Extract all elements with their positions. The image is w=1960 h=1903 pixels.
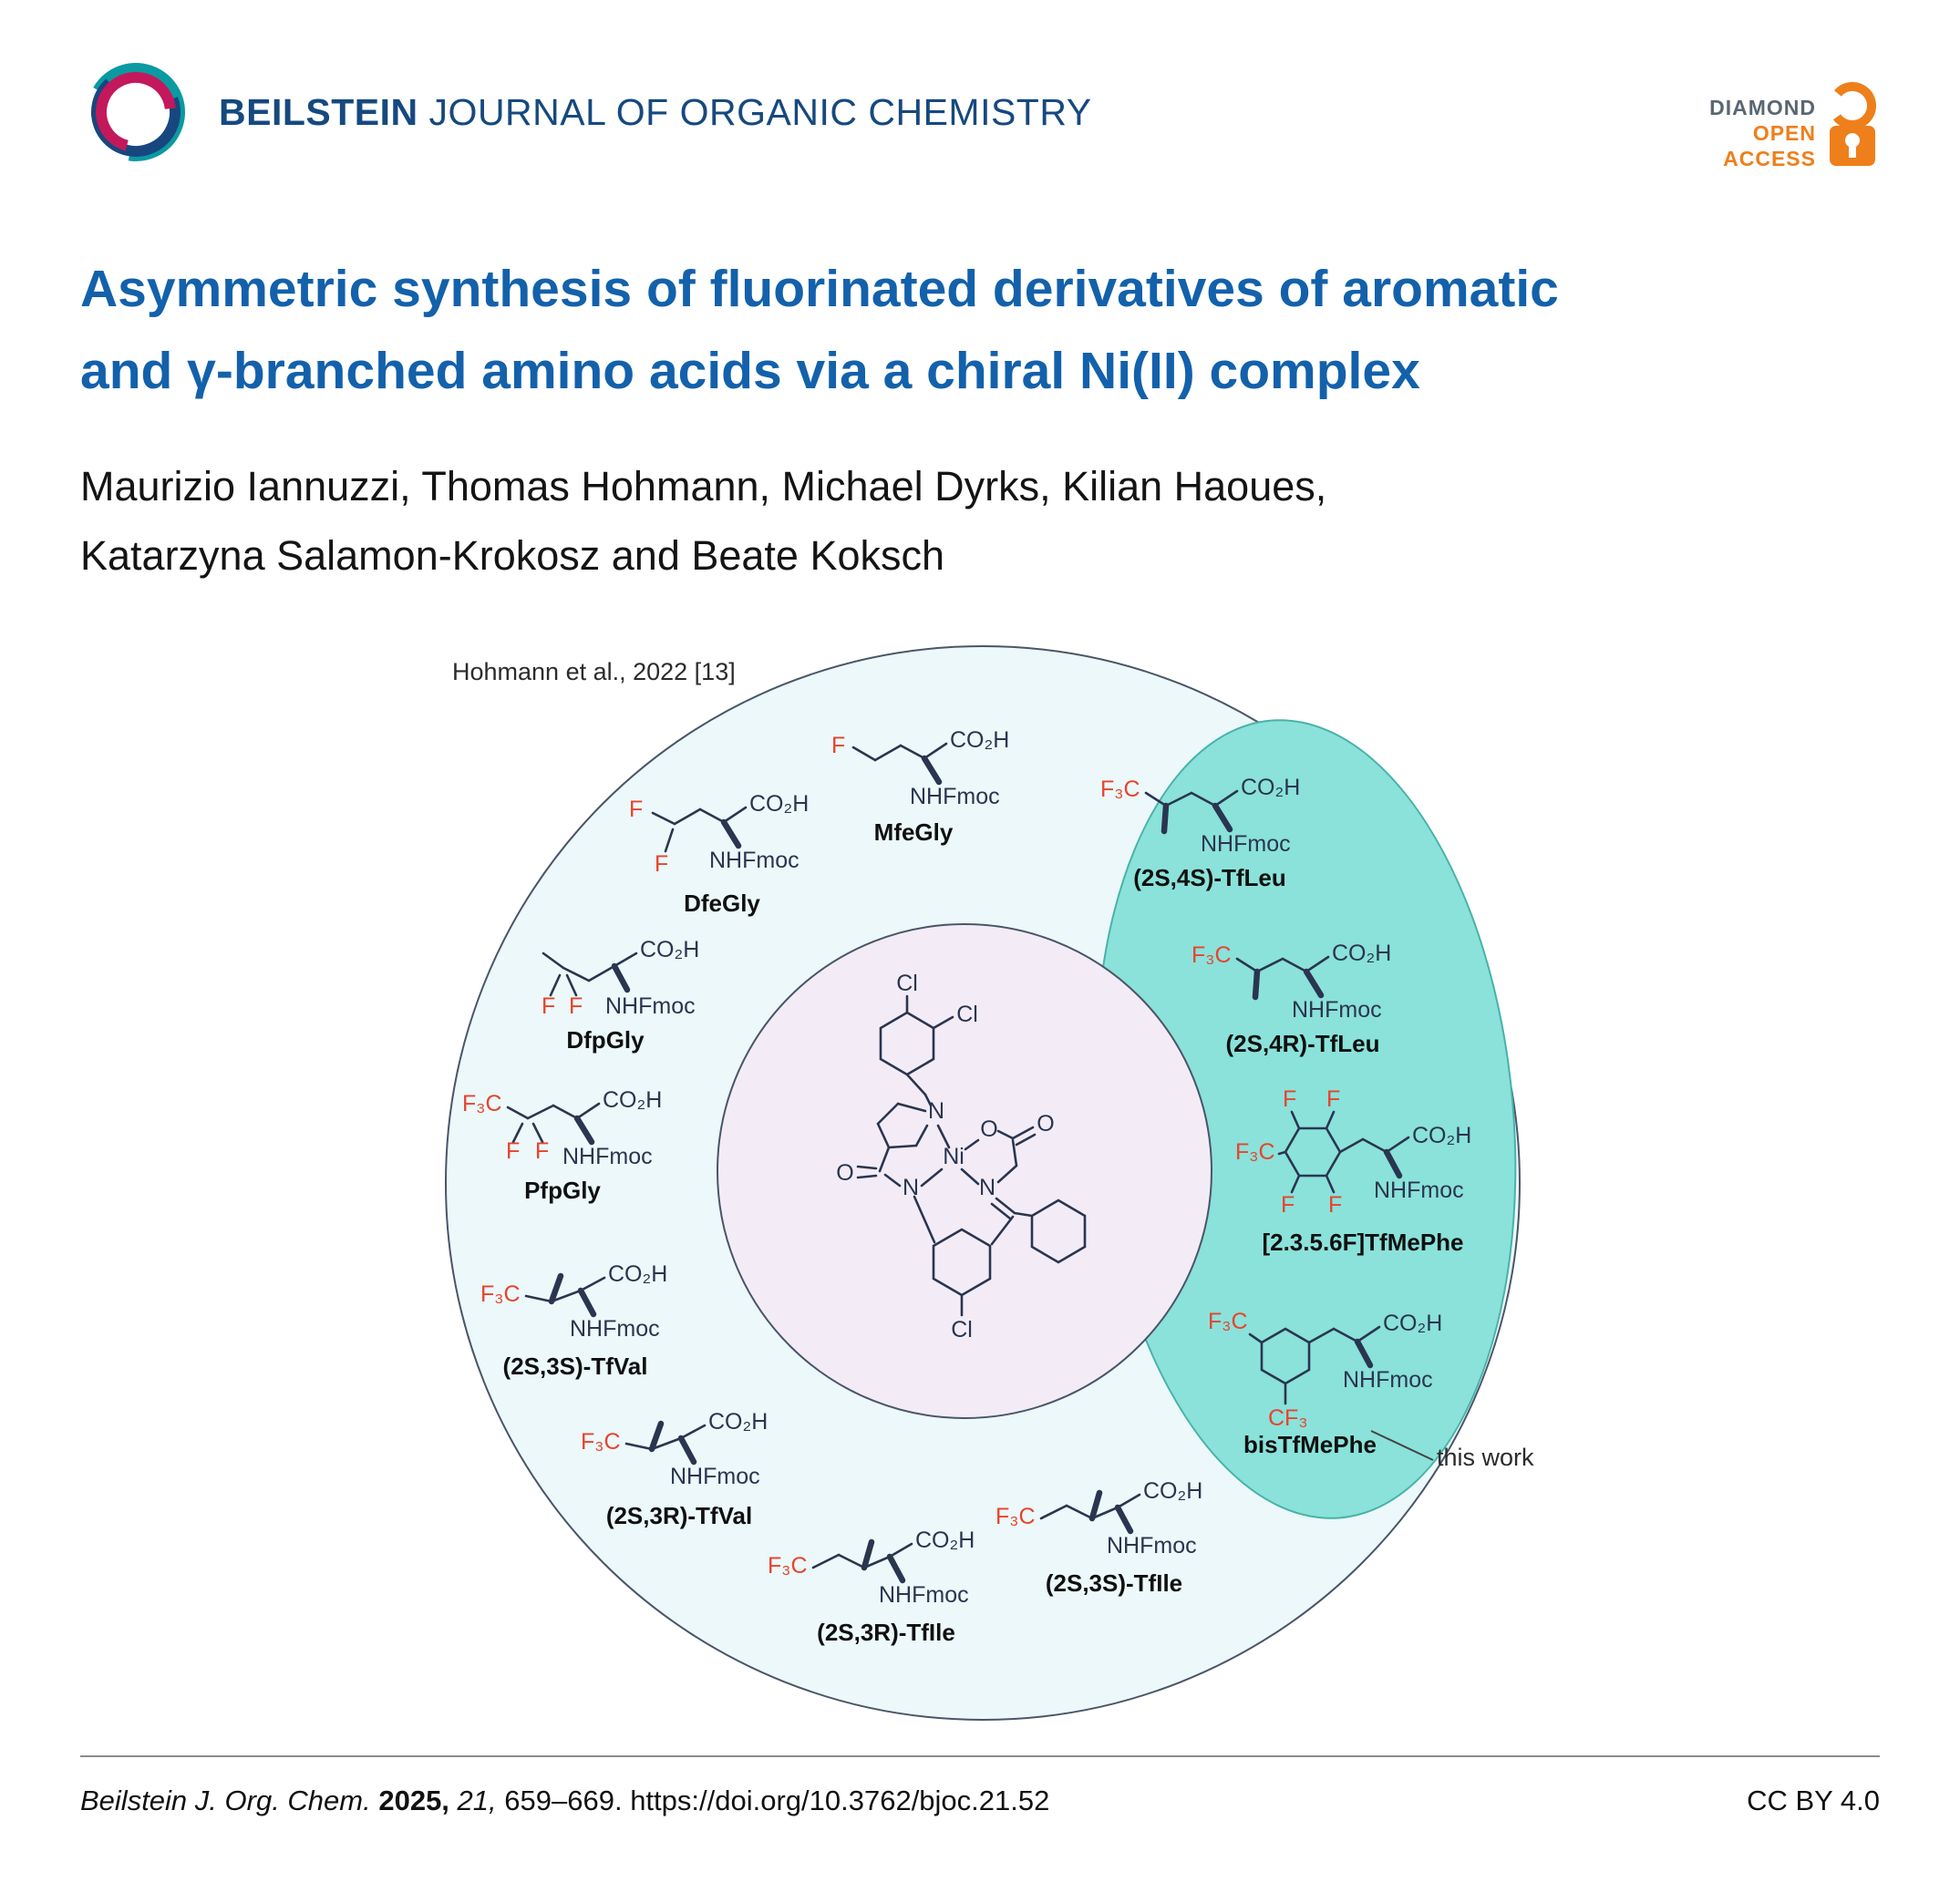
journal-name-rest: JOURNAL OF ORGANIC CHEMISTRY [428,91,1092,133]
license-label: CC BY 4.0 [1747,1785,1880,1816]
author-list: Maurizio Iannuzzi, Thomas Hohmann, Micha… [80,452,1326,591]
line-shape [856,1165,878,1170]
line-shape [996,1164,1018,1184]
line-shape [905,1073,927,1096]
line-shape [876,1102,900,1126]
prior-work-annotation: Hohmann et al., 2022 [13] [452,658,736,685]
article-title-line2: and γ-branched amino acids via a chiral … [80,342,1420,400]
citation-volume: 21, [457,1785,497,1816]
line-shape [920,1168,944,1188]
line-shape [996,1129,1015,1140]
rect-shape [1849,142,1856,158]
nickel-complex-structure: Cl Cl N Ni O O O N N Cl [836,971,1087,1342]
journal-name-bold: BEILSTEIN [219,91,418,133]
beilstein-logo [87,63,185,161]
circle-shape [96,72,176,152]
atom-label-o-carboxylate: O [980,1116,997,1142]
line-shape [990,1215,1015,1246]
oa-access-label: ACCESS [1723,147,1816,170]
citation-journal: Beilstein J. Org. Chem. [80,1785,371,1816]
article-title-line1: Asymmetric synthesis of fluorinated deri… [80,260,1559,318]
atom-label-n-amide: N [903,1175,919,1200]
atom-label-cl-ortho: Cl [956,1002,978,1027]
line-shape [936,1124,951,1149]
polygon-shape [932,1228,992,1297]
line-shape [1011,1126,1035,1140]
open-access-text: DIAMOND OPEN ACCESS [1709,95,1816,171]
line-shape [878,1146,891,1173]
line-shape [960,1168,980,1186]
journal-name: BEILSTEIN JOURNAL OF ORGANIC CHEMISTRY [219,91,1092,134]
open-access-lock-icon [1829,81,1876,166]
line-shape [887,1144,918,1149]
line-shape [990,1202,1012,1220]
footer-divider [80,1755,1880,1757]
line-shape [932,1015,954,1030]
line-shape [1015,1133,1037,1147]
line-shape [913,1195,936,1244]
atom-label-cl-top: Cl [896,971,918,996]
polygon-shape [1030,1198,1087,1264]
circle-shape [1829,81,1876,129]
atom-label-o-amide: O [836,1160,853,1186]
line-shape [1370,1430,1434,1461]
line-shape [876,1122,891,1149]
author-list-line1: Maurizio Iannuzzi, Thomas Hohmann, Micha… [80,463,1327,509]
atom-label-n-imine: N [979,1175,995,1200]
article-title: Asymmetric synthesis of fluorinated deri… [80,248,1559,412]
oa-open-label: OPEN [1752,121,1816,145]
line-shape [1011,1138,1018,1168]
atom-label-cl-para: Cl [951,1317,973,1342]
citation-year: 2025, [378,1785,449,1816]
line-shape [995,1197,1016,1215]
citation-line: Beilstein J. Org. Chem. 2025, 21, 659–66… [80,1785,1049,1817]
line-shape [1013,1211,1034,1218]
line-shape [896,1102,927,1113]
line-shape [923,1093,933,1107]
atom-label-ni: Ni [943,1144,965,1169]
author-list-line2: Katarzyna Salamon-Krokosz and Beate Koks… [80,532,945,579]
atom-label-o-carbonyl: O [1037,1111,1054,1137]
line-shape [856,1174,878,1179]
polygon-shape [879,1011,935,1076]
line-shape [964,1138,980,1151]
this-work-pointer-line [1370,1430,1434,1461]
this-work-annotation: this work [1437,1444,1534,1471]
citation-pages-doi: 659–669. https://doi.org/10.3762/bjoc.21… [504,1785,1050,1816]
line-shape [914,1124,929,1147]
oa-diamond-label: DIAMOND [1709,96,1816,119]
line-shape [883,1173,902,1188]
atom-label-n-benzyl: N [928,1098,944,1124]
